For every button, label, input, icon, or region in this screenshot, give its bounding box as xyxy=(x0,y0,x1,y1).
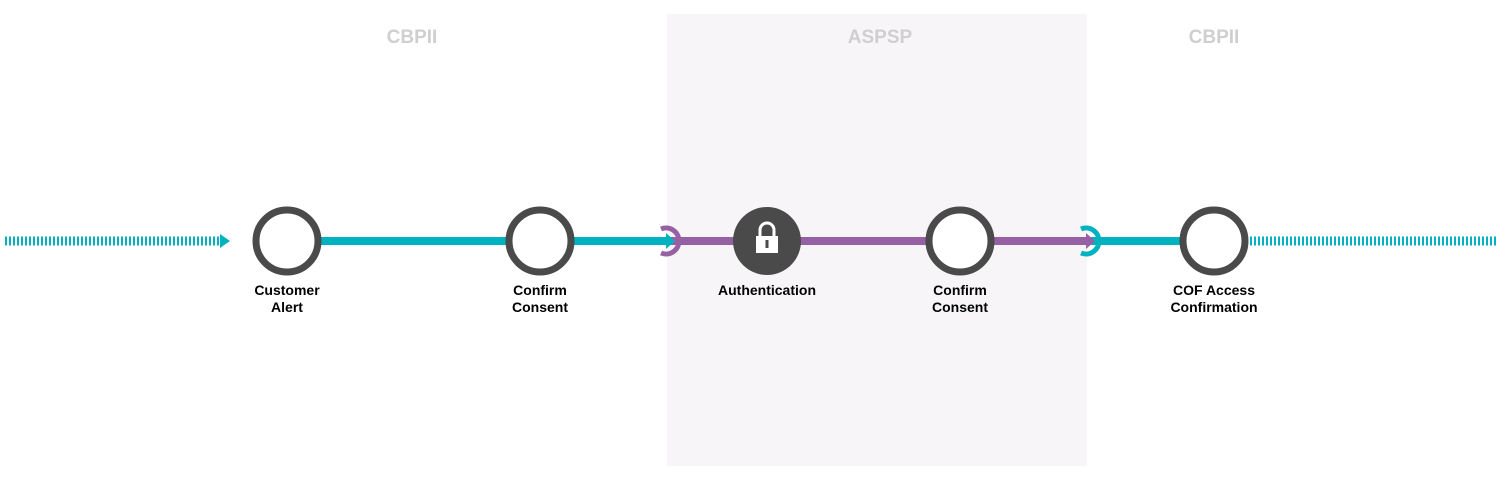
zone-label-aspsp: ASPSP xyxy=(848,27,913,48)
step-label: Authentication xyxy=(718,282,816,298)
step-node-confirm-consent-aspsp xyxy=(925,206,995,276)
handoff-icon-to-aspsp xyxy=(630,225,682,257)
step-label: COF Access xyxy=(1173,282,1255,298)
step-label: Confirm xyxy=(933,282,987,298)
arrow-head-icon xyxy=(220,234,230,248)
zone-label-cbpii-left: CBPII xyxy=(387,27,438,48)
zone-label-cbpii-right: CBPII xyxy=(1189,27,1240,48)
step-label: Confirm xyxy=(513,282,567,298)
step-label: Consent xyxy=(512,299,568,315)
step-label: Customer xyxy=(254,282,320,298)
step-node-confirm-consent-cbpii xyxy=(505,206,575,276)
step-node-cof-access xyxy=(1179,206,1249,276)
step-label: Confirmation xyxy=(1170,299,1257,315)
step-node-customer-alert xyxy=(252,206,322,276)
lock-icon xyxy=(756,221,778,253)
step-label: Consent xyxy=(932,299,988,315)
handoff-icon-to-cbpii xyxy=(1050,225,1102,257)
step-label: Alert xyxy=(271,299,303,315)
